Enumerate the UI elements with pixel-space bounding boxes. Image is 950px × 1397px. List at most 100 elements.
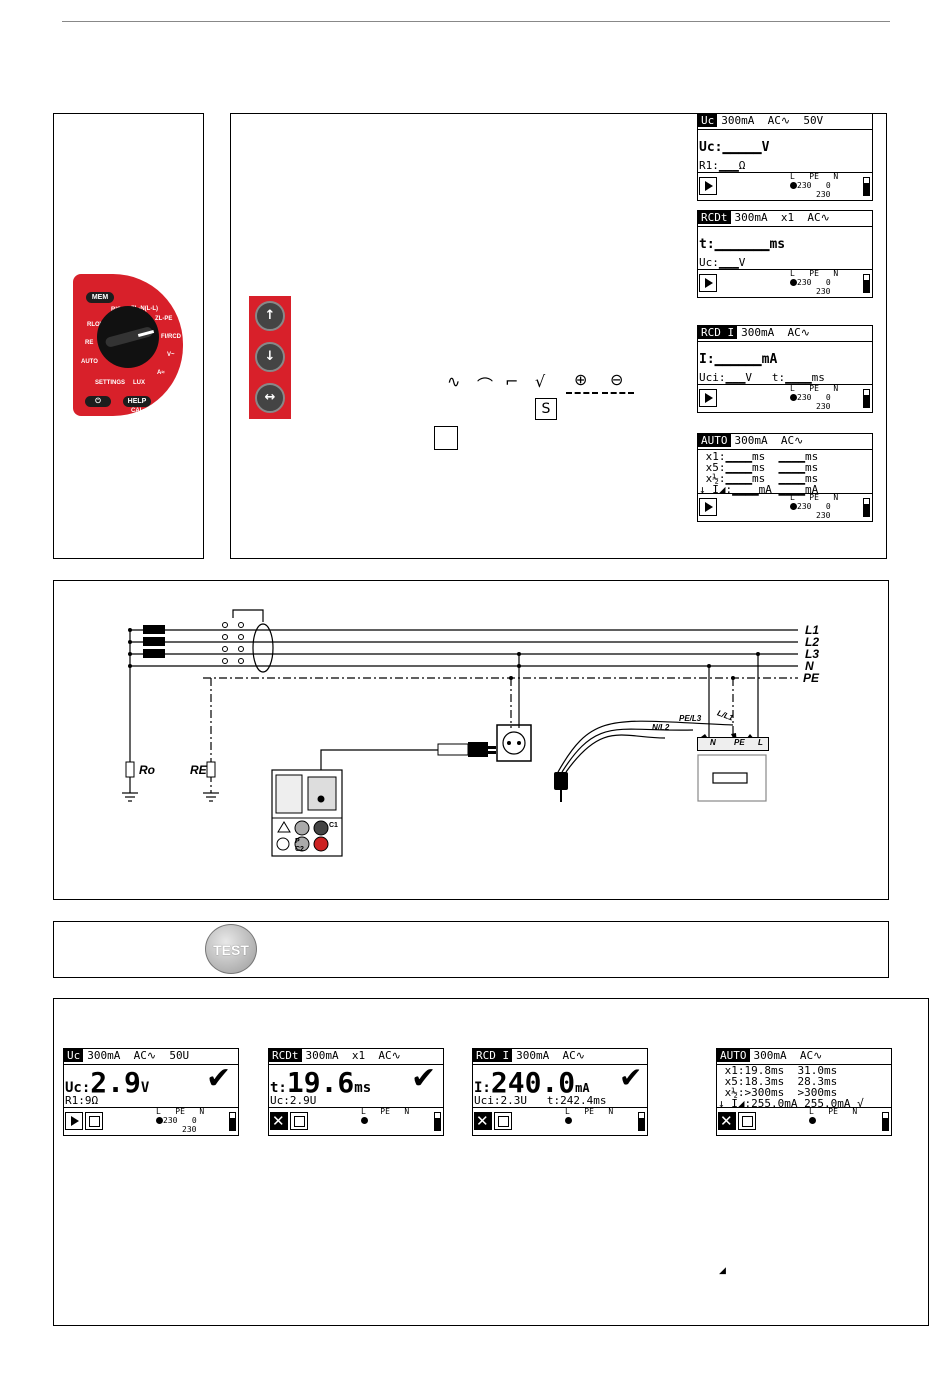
play-icon xyxy=(65,1112,83,1130)
stop-icon xyxy=(270,1112,288,1130)
battery-icon xyxy=(638,1112,645,1131)
terminal-bottom: 230 xyxy=(816,511,831,520)
line-label-l1: L1 xyxy=(805,623,820,637)
result-auto-tab: AUTO xyxy=(717,1049,750,1062)
socket-n-label: N xyxy=(710,738,716,747)
terminal-labels: L PE N xyxy=(790,172,839,181)
terminal-labels: L PE N xyxy=(790,269,839,278)
plus-underline xyxy=(566,392,598,394)
result-rcdi-label: I: xyxy=(474,1080,491,1096)
switch-pos-lux: LUX xyxy=(133,380,145,386)
ro-label: Ro xyxy=(139,763,155,777)
wiring-diagram-box xyxy=(53,580,889,900)
terminal-bottom: 230 xyxy=(182,1125,197,1134)
play-icon xyxy=(699,389,717,407)
instrument-c2: C2 xyxy=(295,846,304,853)
instrument-c1: C1 xyxy=(329,822,338,829)
probe-label-n: N/L2 xyxy=(652,723,670,732)
result-auto-row-x1: x1:19.8ms 31.0ms xyxy=(718,1064,838,1077)
auto-tab: AUTO xyxy=(698,434,731,447)
up-arrow-button[interactable]: ↑ xyxy=(255,301,285,331)
terminal-mid xyxy=(809,1117,816,1125)
re-label: RE xyxy=(190,763,207,777)
switch-pos-auto: AUTO xyxy=(81,359,98,365)
terminal-mid xyxy=(361,1117,368,1125)
battery-icon xyxy=(229,1112,236,1131)
minus-underline xyxy=(602,392,634,394)
result-auto-row-xhalf: x½:>300ms >300ms xyxy=(718,1086,838,1099)
rcdi-tab: RCD I xyxy=(698,326,738,339)
result-uc-header: 300mA AC∿ 50U xyxy=(87,1049,190,1062)
result-rcdt-unit: ms xyxy=(354,1080,372,1096)
mem-button[interactable]: MEM xyxy=(86,292,114,303)
result-uc-value: 2.9 xyxy=(90,1066,141,1099)
terminal-mid: 230 0 xyxy=(156,1117,197,1125)
terminal-labels: L PE N xyxy=(790,384,839,393)
auto-header: 300mA AC∿ xyxy=(734,434,804,447)
result-rcdt-value: 19.6 xyxy=(286,1066,355,1099)
down-arrow-button[interactable]: ↓ xyxy=(255,342,285,372)
uc-tab: Uc xyxy=(698,114,718,127)
instrument-p: P xyxy=(295,838,300,845)
play-icon xyxy=(699,274,717,292)
arrow-keys: ↑ ↓ ↔ xyxy=(249,296,291,419)
result-rcdt-tab: RCDt xyxy=(269,1049,302,1062)
result-rcdt-header: 300mA x1 AC∿ xyxy=(305,1049,401,1062)
line-label-n: N xyxy=(805,659,814,673)
uc-line2: R1:▁▁▁Ω xyxy=(699,159,746,172)
stop-icon xyxy=(474,1112,492,1130)
result-uc-unit: V xyxy=(140,1080,150,1096)
pass-check-icon: ✔ xyxy=(411,1061,437,1096)
battery-icon xyxy=(882,1112,889,1131)
line-label-l3: L3 xyxy=(805,647,820,661)
pass-check-icon: ✔ xyxy=(206,1061,232,1096)
checkbox-icon xyxy=(434,426,458,450)
pass-check-icon: ✔ xyxy=(619,1061,643,1094)
auto-row-current: ↓ I◢:▁▁▁▁mA ▁▁▁▁mA xyxy=(699,483,819,496)
result-rcdi-unit: mA xyxy=(575,1081,590,1095)
terminal-mid: 230 0 xyxy=(790,279,831,287)
positive-half-wave-icon: ⌒ xyxy=(477,376,494,395)
terminal-bottom: 230 xyxy=(816,190,831,199)
switch-pos-voltage: V~ xyxy=(167,352,175,358)
terminal-labels: L PE N xyxy=(361,1107,410,1116)
result-rcdi-value: 240.0 xyxy=(490,1066,576,1099)
switch-pos-rlow: RLOW xyxy=(87,322,106,328)
terminal-labels: L PE N xyxy=(809,1107,858,1116)
rotary-knob[interactable] xyxy=(97,306,159,368)
auto-row-x1: x1:▁▁▁▁ms ▁▁▁▁ms xyxy=(699,450,819,463)
terminal-mid: 230 0 xyxy=(790,394,831,402)
save-icon xyxy=(738,1112,756,1130)
results-box xyxy=(53,998,929,1326)
rcdt-tab: RCDt xyxy=(698,211,731,224)
auto-row-x5: x5:▁▁▁▁ms ▁▁▁▁ms xyxy=(699,461,819,474)
test-box xyxy=(53,921,889,978)
uc-header: 300mA AC∿ 50V xyxy=(721,114,824,127)
play-icon xyxy=(699,498,717,516)
smooth-dc-icon: √ xyxy=(535,372,546,391)
power-button[interactable]: ⏻ xyxy=(85,396,111,407)
battery-icon xyxy=(434,1112,441,1131)
result-rcdi-header: 300mA AC∿ xyxy=(516,1049,585,1062)
test-button[interactable]: TEST xyxy=(205,924,257,974)
terminal-bottom: 230 xyxy=(816,402,831,411)
left-right-arrow-button[interactable]: ↔ xyxy=(255,383,285,413)
terminal-bottom: 230 xyxy=(816,287,831,296)
header-rule xyxy=(62,21,890,22)
help-button[interactable]: HELP xyxy=(123,396,151,407)
rcdt-line2: Uc:▁▁▁V xyxy=(699,256,746,269)
sine-wave-icon: ∿ xyxy=(447,372,461,391)
result-auto-row-current: ↓ I◢:255.0mA 255.0mA √ xyxy=(718,1097,864,1110)
uc-main-value: Uc:▁▁▁▁▁V xyxy=(699,140,770,155)
auto-row-xhalf: x½:▁▁▁▁ms ▁▁▁▁ms xyxy=(699,472,819,485)
play-icon xyxy=(699,177,717,195)
rcdi-header: 300mA AC∿ xyxy=(741,326,810,339)
switch-pos-rcd: FI/RCD xyxy=(161,334,181,340)
battery-icon xyxy=(863,389,870,408)
plus-polarity-icon: ⊕ xyxy=(574,370,588,389)
